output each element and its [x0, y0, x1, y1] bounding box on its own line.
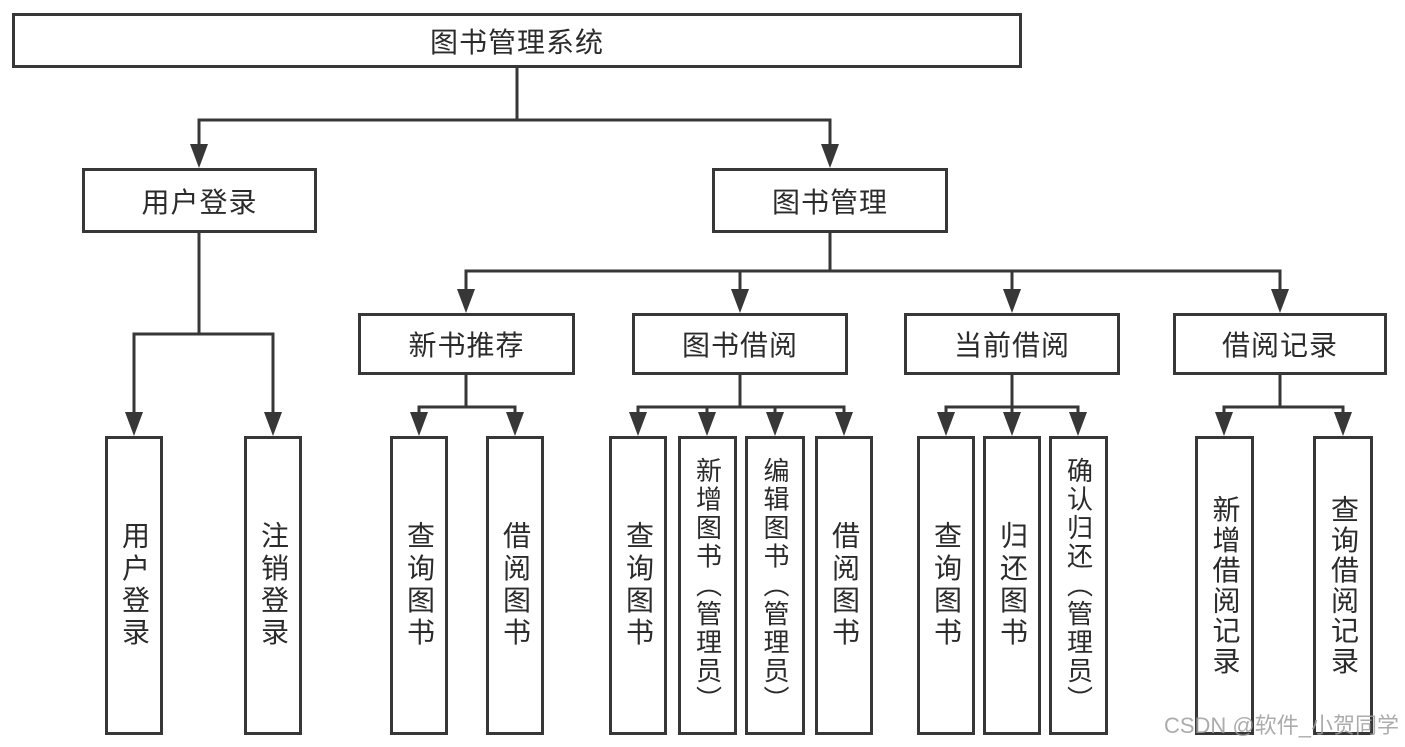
leaf-borrow-add-book: 新增图书（管理员） [678, 436, 737, 735]
node-borrow-records-label: 借阅记录 [1221, 330, 1338, 361]
leaf-newbook-query-label: 查询图书 [404, 521, 435, 650]
leaf-current-confirm-return: 确认归还（管理员） [1049, 436, 1108, 735]
node-user-login: 用户登录 [82, 168, 317, 233]
node-book-management-label: 图书管理 [771, 186, 888, 218]
leaf-current-query-label: 查询图书 [931, 521, 962, 650]
node-new-book-recommend-label: 新书推荐 [408, 330, 525, 361]
leaf-current-query: 查询图书 [917, 436, 975, 735]
node-root: 图书管理系统 [12, 13, 1022, 68]
leaf-records-query-label: 查询借阅记录 [1328, 494, 1359, 677]
leaf-borrow-edit-book: 编辑图书（管理员） [745, 436, 805, 735]
leaf-records-add: 新增借阅记录 [1195, 436, 1254, 735]
leaf-borrow-borrow-book: 借阅图书 [815, 436, 873, 735]
node-current-borrow: 当前借阅 [904, 313, 1120, 375]
leaf-logout: 注销登录 [244, 436, 302, 735]
leaf-newbook-borrow-label: 借阅图书 [500, 521, 531, 650]
leaf-borrow-query-label: 查询图书 [623, 521, 654, 650]
node-root-label: 图书管理系统 [429, 26, 604, 58]
node-book-management: 图书管理 [712, 168, 948, 233]
node-book-borrow: 图书借阅 [632, 313, 848, 375]
leaf-current-return-label: 归还图书 [997, 521, 1028, 650]
leaf-current-return: 归还图书 [983, 436, 1041, 735]
leaf-records-query: 查询借阅记录 [1313, 436, 1373, 735]
node-user-login-label: 用户登录 [141, 186, 258, 218]
node-new-book-recommend: 新书推荐 [358, 313, 575, 375]
node-borrow-records: 借阅记录 [1173, 313, 1387, 375]
csdn-watermark: CSDN @软件_小贺同学 [1163, 713, 1399, 738]
leaf-user-login-label: 用户登录 [119, 521, 150, 650]
leaf-newbook-query: 查询图书 [390, 436, 448, 735]
leaf-borrow-edit-book-label: 编辑图书（管理员） [760, 456, 790, 715]
node-current-borrow-label: 当前借阅 [953, 330, 1070, 361]
leaf-borrow-query: 查询图书 [609, 436, 667, 735]
leaf-borrow-add-book-label: 新增图书（管理员） [692, 456, 723, 715]
node-book-borrow-label: 图书借阅 [681, 330, 798, 361]
leaf-records-add-label: 新增借阅记录 [1209, 494, 1241, 677]
leaf-newbook-borrow: 借阅图书 [486, 436, 544, 735]
leaf-logout-label: 注销登录 [258, 521, 289, 650]
leaf-current-confirm-return-label: 确认归还（管理员） [1063, 456, 1094, 715]
leaf-borrow-borrow-book-label: 借阅图书 [829, 521, 860, 650]
leaf-user-login: 用户登录 [105, 436, 163, 735]
